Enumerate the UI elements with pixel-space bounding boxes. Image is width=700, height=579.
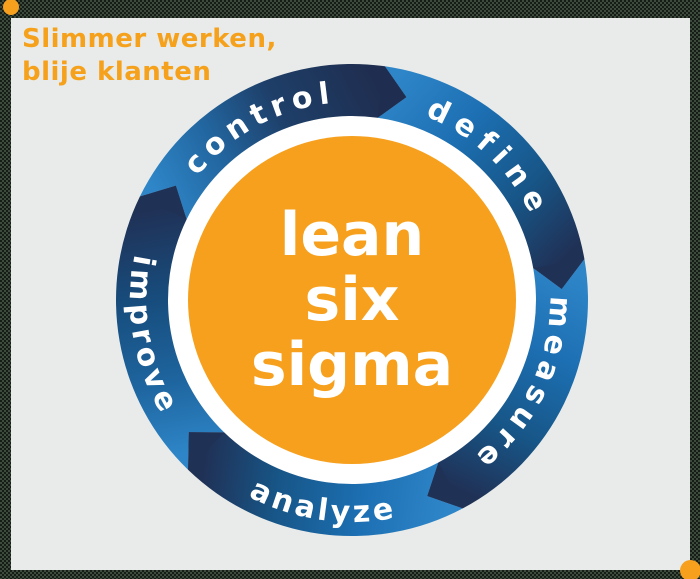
arrow-tip-control bbox=[377, 66, 407, 118]
hub-title-line-3: sigma bbox=[251, 330, 453, 400]
segment-arrow-control bbox=[139, 64, 407, 220]
hub-circle bbox=[188, 136, 516, 464]
corner-dot-top-left bbox=[3, 0, 19, 15]
arrow-tip-define bbox=[533, 259, 585, 290]
tagline-line-1: Slimmer werken, bbox=[22, 24, 277, 54]
segment-arrow-improve bbox=[115, 185, 225, 470]
tagline: Slimmer werken, blije klanten bbox=[22, 23, 277, 89]
segment-arrow-analyze bbox=[188, 432, 463, 537]
arrow-tip-improve bbox=[139, 185, 187, 220]
corner-dot-bottom-right bbox=[680, 560, 700, 579]
ring-segments bbox=[115, 64, 588, 537]
tagline-line-2: blije klanten bbox=[22, 57, 212, 87]
segment-arrow-measure bbox=[427, 259, 588, 509]
arrow-tips bbox=[139, 66, 585, 509]
hub-title-line-2: six bbox=[305, 265, 400, 335]
segment-arrow-define bbox=[377, 66, 585, 290]
arrow-tip-measure bbox=[427, 462, 463, 509]
hub-title-line-1: lean bbox=[280, 200, 424, 270]
arrow-tip-analyze bbox=[188, 432, 225, 470]
